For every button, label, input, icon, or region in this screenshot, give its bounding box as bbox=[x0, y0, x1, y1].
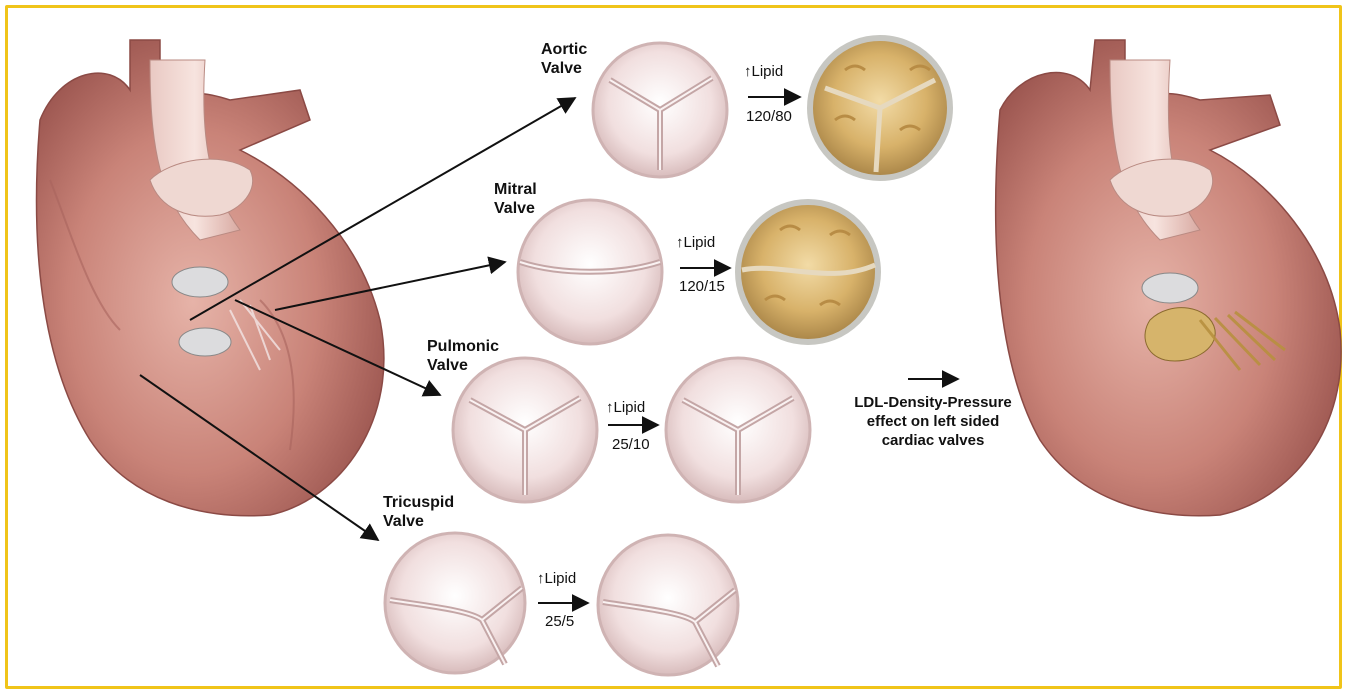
normal-heart-illustration bbox=[37, 40, 384, 516]
tricuspid-lipid-label: ↑Lipid bbox=[537, 570, 576, 587]
caption-line3: cardiac valves bbox=[828, 431, 1038, 450]
tricuspid-valve-label: Tricuspid Valve bbox=[383, 493, 454, 531]
mitral-label-line1: Mitral bbox=[494, 180, 537, 199]
mitral-label-line2: Valve bbox=[494, 199, 537, 218]
aortic-valve-normal bbox=[593, 43, 727, 177]
mitral-lipid-label: ↑Lipid bbox=[676, 234, 715, 251]
mitral-pressure-label: 120/15 bbox=[679, 278, 725, 295]
aortic-lipid-label: ↑Lipid bbox=[744, 63, 783, 80]
tricuspid-label-line2: Valve bbox=[383, 512, 454, 531]
caption-line1: LDL-Density-Pressure bbox=[828, 393, 1038, 412]
aortic-pressure-label: 120/80 bbox=[746, 108, 792, 125]
tricuspid-label-line1: Tricuspid bbox=[383, 493, 454, 512]
tricuspid-pressure-label: 25/5 bbox=[545, 613, 574, 630]
diseased-heart-illustration bbox=[996, 40, 1341, 516]
pulmonic-valve-normal bbox=[453, 358, 597, 502]
tricuspid-valve-unchanged bbox=[598, 535, 738, 675]
mitral-valve-label: Mitral Valve bbox=[494, 180, 537, 218]
pulmonic-label-line1: Pulmonic bbox=[427, 337, 499, 356]
pulmonic-lipid-label: ↑Lipid bbox=[606, 399, 645, 416]
ldl-caption: LDL-Density-Pressure effect on left side… bbox=[828, 393, 1038, 450]
pulmonic-pressure-label: 25/10 bbox=[612, 436, 650, 453]
pulmonic-label-line2: Valve bbox=[427, 356, 499, 375]
caption-line2: effect on left sided bbox=[828, 412, 1038, 431]
aortic-label-line2: Valve bbox=[541, 59, 587, 78]
mitral-valve-normal bbox=[518, 200, 662, 344]
aortic-label-line1: Aortic bbox=[541, 40, 587, 59]
aortic-valve-diseased bbox=[810, 38, 950, 178]
pulmonic-valve-label: Pulmonic Valve bbox=[427, 337, 499, 375]
tricuspid-valve-normal bbox=[385, 533, 525, 673]
aortic-valve-label: Aortic Valve bbox=[541, 40, 587, 78]
mitral-valve-diseased bbox=[738, 202, 878, 342]
pulmonic-valve-unchanged bbox=[666, 358, 810, 502]
